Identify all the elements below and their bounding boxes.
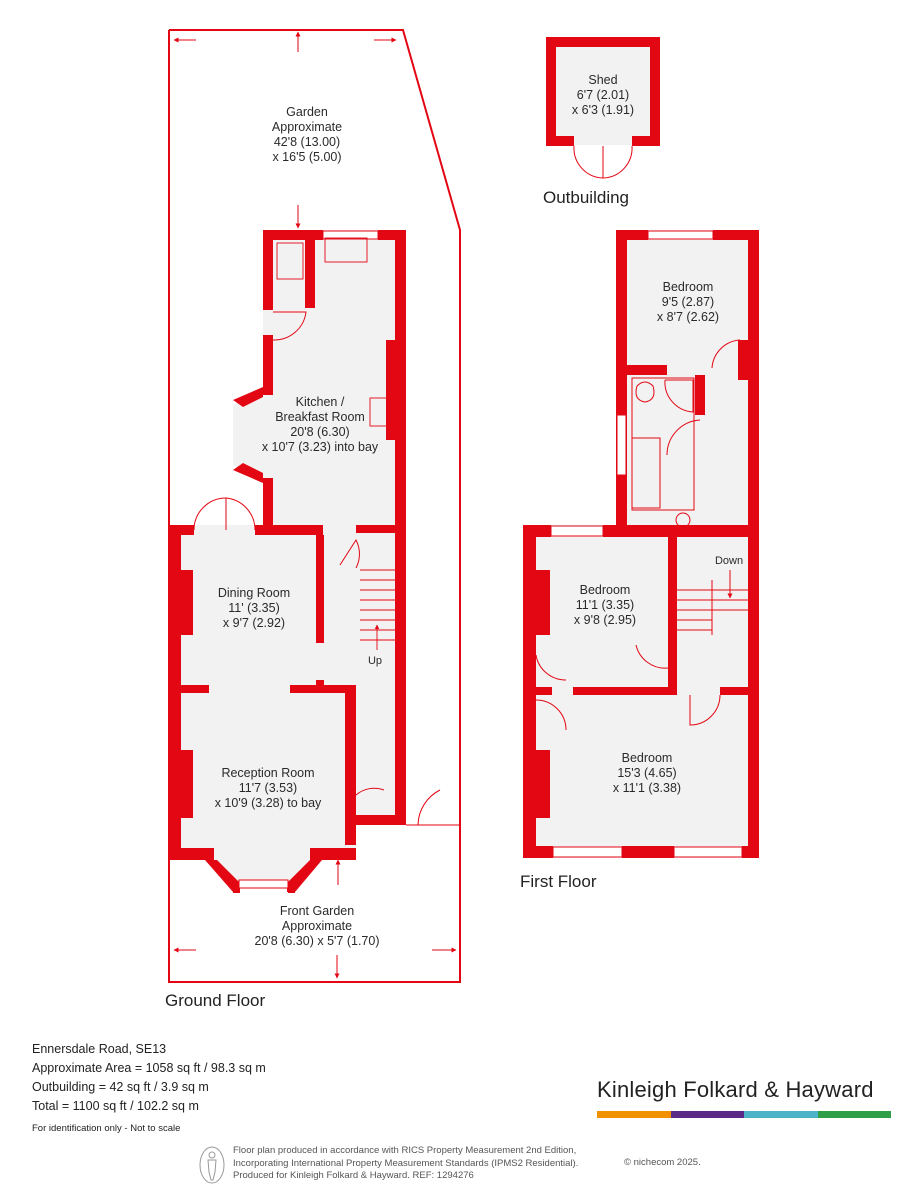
dining-length: 11' (3.35): [228, 601, 280, 615]
bedroom-mid-name: Bedroom: [580, 583, 631, 597]
person-icon: [199, 1146, 225, 1184]
ground-floor-label: Ground Floor: [165, 991, 265, 1010]
footer-text: Floor plan produced in accordance with R…: [233, 1145, 578, 1183]
brand-logo: Kinleigh Folkard & Hayward: [597, 1077, 891, 1118]
stairs-down-label: Down: [715, 555, 743, 567]
bedroom-mid-width: x 9'8 (2.95): [574, 613, 636, 627]
shed-width: x 6'3 (1.91): [572, 103, 634, 117]
bedroom-rear-length: 9'5 (2.87): [662, 295, 714, 309]
kitchen-name-1: Kitchen /: [296, 395, 345, 409]
kitchen-name-2: Breakfast Room: [275, 410, 365, 424]
shed-name: Shed: [588, 73, 617, 87]
garden-width: x 16'5 (5.00): [272, 150, 341, 164]
dining-width: x 9'7 (2.92): [223, 616, 285, 630]
outbuilding-area: Outbuilding = 42 sq ft / 3.9 sq m: [32, 1080, 209, 1094]
stairs-up-label: Up: [368, 655, 382, 667]
reception-name: Reception Room: [221, 766, 314, 780]
front-garden-size: 20'8 (6.30) x 5'7 (1.70): [255, 934, 380, 948]
garden-approx: Approximate: [272, 120, 342, 134]
copyright: © nichecom 2025.: [624, 1157, 701, 1168]
reception-length: 11'7 (3.53): [239, 781, 297, 795]
garden-dimension-arrows: [173, 31, 457, 979]
bedroom-rear-name: Bedroom: [663, 280, 714, 294]
bedroom-front-name: Bedroom: [622, 751, 673, 765]
first-floor-label: First Floor: [520, 872, 597, 891]
shed-plan: [546, 37, 660, 179]
first-floor-plan: [523, 230, 759, 858]
shed-length: 6'7 (2.01): [577, 88, 629, 102]
outbuilding-label: Outbuilding: [543, 188, 629, 207]
property-info: Ennersdale Road, SE13 Approximate Area =…: [32, 1040, 266, 1138]
brand-color-bar: [597, 1111, 891, 1118]
dining-name: Dining Room: [218, 586, 290, 600]
kitchen-length: 20'8 (6.30): [290, 425, 349, 439]
front-garden-approx: Approximate: [282, 919, 352, 933]
garden-length: 42'8 (13.00): [274, 135, 340, 149]
bedroom-front-length: 15'3 (4.65): [617, 766, 676, 780]
footer-line-2: Incorporating International Property Mea…: [233, 1157, 579, 1169]
disclaimer: For identification only - Not to scale: [32, 1123, 181, 1134]
garden-name: Garden: [286, 105, 328, 119]
ground-floor-plan: [169, 230, 460, 893]
footer-line-1: Floor plan produced in accordance with R…: [233, 1145, 577, 1156]
approximate-area: Approximate Area = 1058 sq ft / 98.3 sq …: [32, 1061, 266, 1075]
front-garden-name: Front Garden: [280, 904, 354, 918]
bedroom-rear-width: x 8'7 (2.62): [657, 310, 719, 324]
bedroom-front-width: x 11'1 (3.38): [613, 781, 681, 795]
bedroom-mid-length: 11'1 (3.35): [576, 598, 634, 612]
total-area: Total = 1100 sq ft / 102.2 sq m: [32, 1099, 199, 1113]
kitchen-width: x 10'7 (3.23) into bay: [262, 440, 379, 454]
footer-line-3: Produced for Kinleigh Folkard & Hayward.…: [233, 1170, 474, 1181]
reception-width: x 10'9 (3.28) to bay: [215, 796, 322, 810]
address: Ennersdale Road, SE13: [32, 1042, 167, 1056]
brand-name: Kinleigh Folkard & Hayward: [597, 1077, 874, 1102]
